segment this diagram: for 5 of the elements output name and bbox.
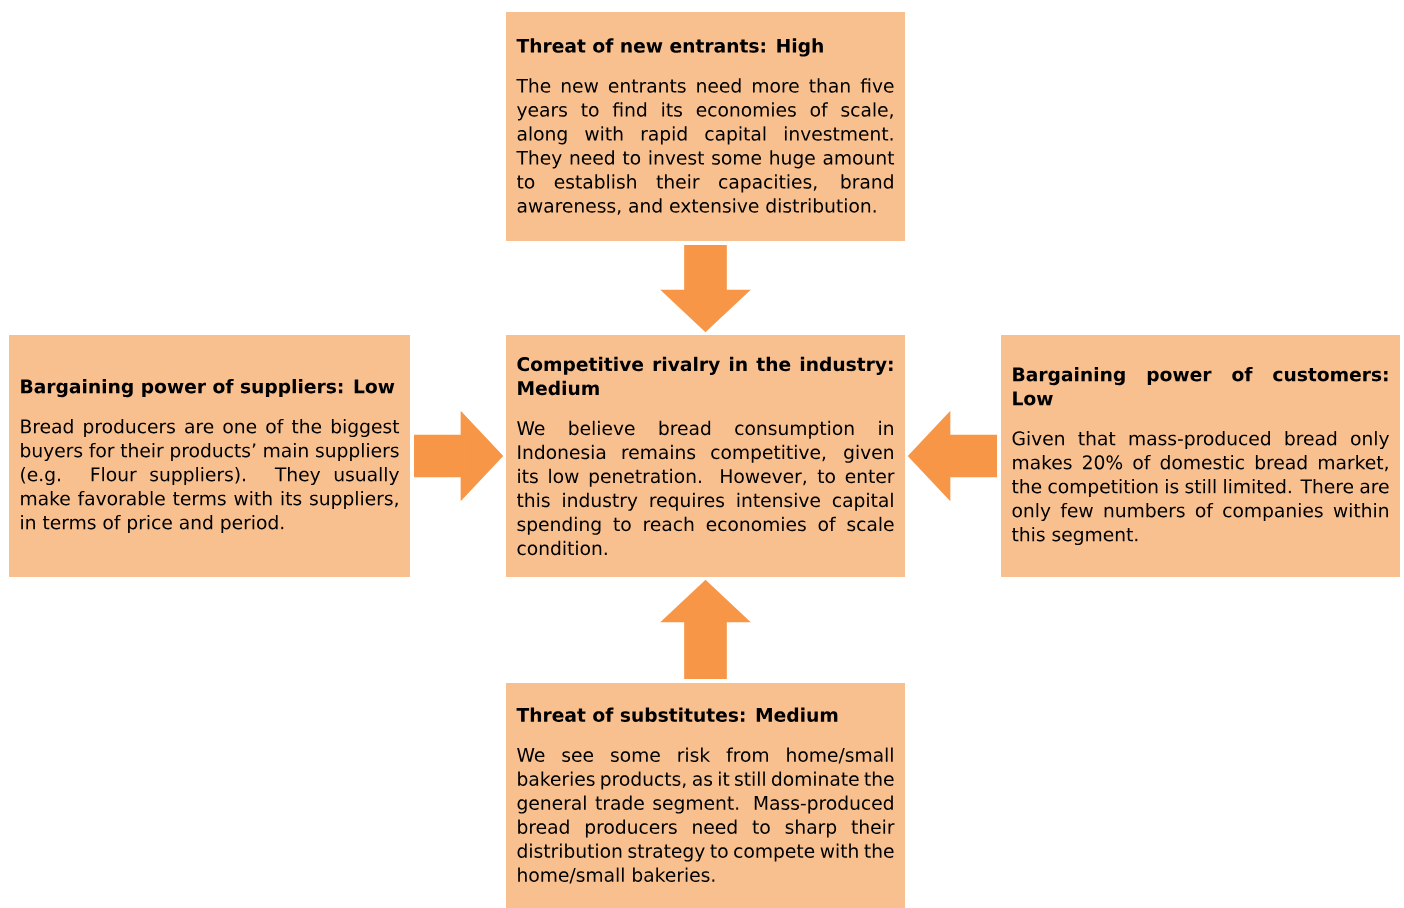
factor-box: Bargaining power of suppliers: Low Bread producers are one of the biggest buyers for their products’ main suppliers (e.g. Flour suppliers). They usually make favorable terms with its suppliers, in terms of price and period. — [9, 335, 410, 577]
factor-box: Threat of new entrants: High The new entrants need more than five years to find its economies of scale, along with rapid capital investment. They need to invest some huge amount to establish their capacities, brand awareness, and extensive distribution. — [506, 12, 905, 241]
factor-box: Competitive rivalry in the industry: Medium We believe bread consumption in Indonesia remains competitive, given its low penetration. However, to enter this industry requires intensive capital spending to reach economies of scale condition. — [506, 335, 905, 577]
factor-box: Threat of substitutes: Medium We see some risk from home/small bakeries products, as it still dominate the general trade segment. Mass-produced bread producers need to sharp their distribution strategy to compete with the home/small bakeries. — [506, 683, 905, 908]
factor-box: Bargaining power of customers: Low Given that mass-produced bread only makes 20% of domestic bread market, the competition is still limited. There are only few numbers of companies within this segment. — [1001, 335, 1400, 577]
